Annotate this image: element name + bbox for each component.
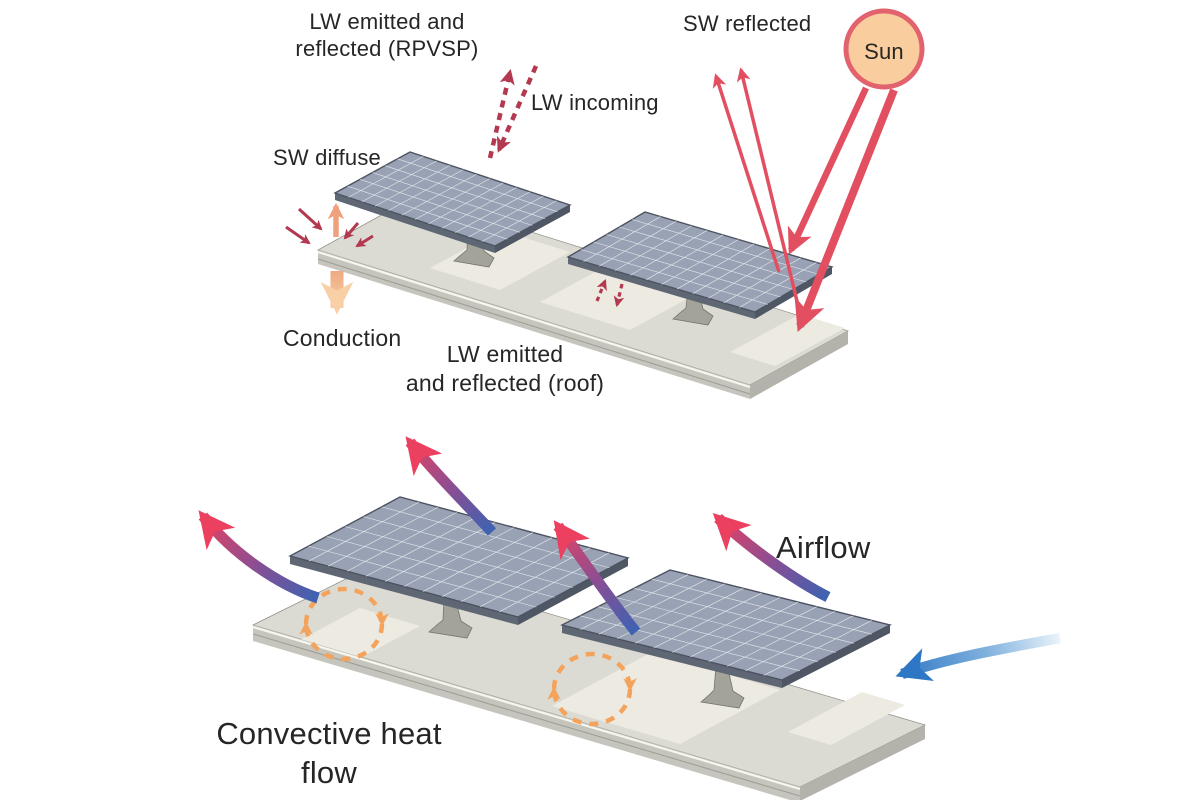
airflow-scene bbox=[198, 436, 1061, 800]
sun-icon bbox=[843, 8, 925, 90]
solar-panel bbox=[562, 570, 890, 688]
convection-plume-arrow bbox=[198, 510, 320, 604]
sun-ray-to-roof bbox=[794, 88, 898, 332]
roof-right-edge bbox=[800, 725, 925, 800]
lw-roof-down-arrow bbox=[613, 283, 625, 308]
convection-plume-arrow bbox=[405, 436, 497, 536]
sun-ray-to-panel bbox=[787, 86, 869, 255]
roof-front-edge bbox=[318, 250, 750, 399]
label-lw-incoming: LW incoming bbox=[531, 90, 659, 115]
roof-sheet-highlight bbox=[252, 625, 801, 791]
roof-light-patch bbox=[788, 692, 905, 745]
sw-reflected-arrow bbox=[712, 73, 781, 273]
sw-diffuse-arrows bbox=[285, 202, 374, 248]
lw-roof-up-arrow bbox=[595, 278, 607, 302]
label-sun: Sun bbox=[864, 39, 904, 64]
airflow-arrow bbox=[712, 512, 831, 602]
solar-panel bbox=[335, 152, 570, 253]
roof-light-patch bbox=[430, 230, 570, 290]
label-airflow: Airflow bbox=[776, 530, 871, 565]
roof-light-patch bbox=[300, 608, 420, 658]
lw-incoming-arrow bbox=[496, 65, 539, 153]
panel-stand bbox=[700, 665, 745, 709]
label-lw-emitted-roof: LW emitted and reflected (roof) bbox=[405, 341, 605, 396]
lw-emitted-arrow bbox=[487, 69, 515, 159]
label-sw-reflected: SW reflected bbox=[683, 11, 812, 36]
convective-loop bbox=[299, 586, 389, 662]
label-sw-diffuse: SW diffuse bbox=[273, 145, 381, 170]
label-conduction: Conduction bbox=[283, 325, 402, 351]
roof-sheet-highlight bbox=[317, 250, 751, 389]
convection-plume-arrow bbox=[553, 520, 641, 636]
radiation-scene bbox=[285, 8, 925, 399]
roof-front-edge bbox=[253, 625, 800, 800]
solar-panel bbox=[290, 497, 628, 625]
label-convective-heat-flow: Convective heat flow bbox=[216, 716, 442, 790]
incoming-wind-arrow bbox=[895, 632, 1061, 681]
roof-right-edge bbox=[750, 331, 848, 399]
roof-sheet-shadow bbox=[317, 258, 751, 395]
convective-loop bbox=[547, 651, 637, 727]
label-lw-emitted-rpvsp: LW emitted and reflected (RPVSP) bbox=[295, 9, 479, 61]
sw-reflected-arrow bbox=[736, 67, 805, 327]
